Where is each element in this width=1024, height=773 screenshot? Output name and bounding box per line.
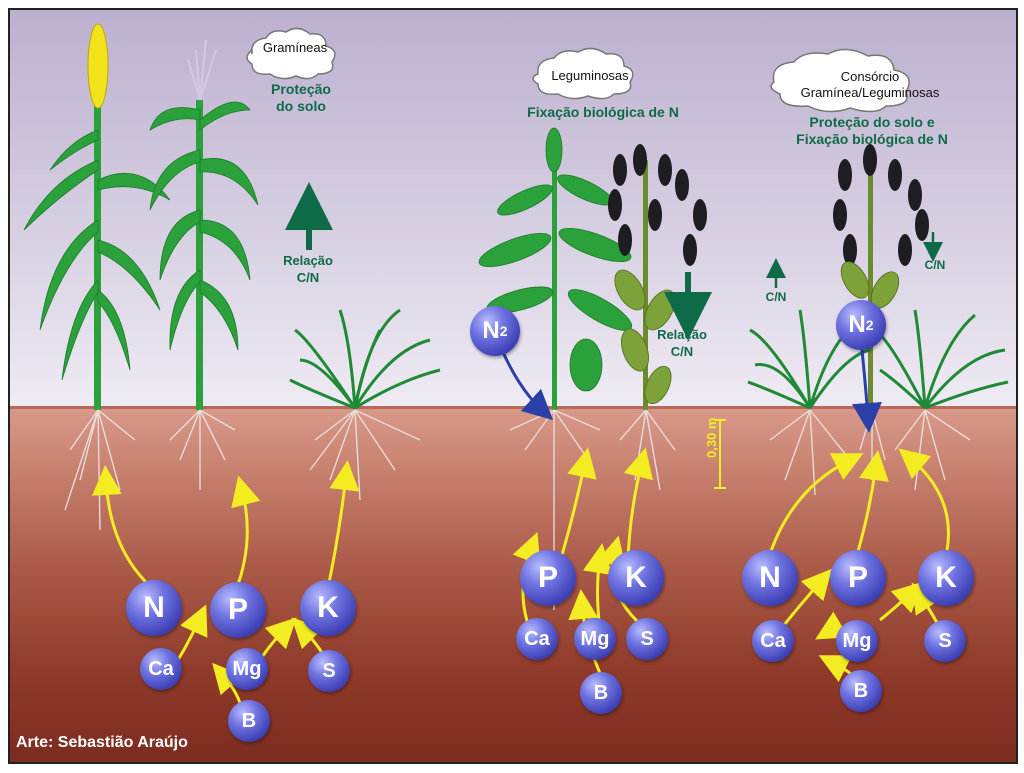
n2-symbol: N [848,311,866,338]
benefit-graminea-line1: Proteção [271,81,331,97]
nutrient-b-middle: B [580,672,622,714]
nutrient-n-right: N [742,550,798,606]
nutrient-p-middle: P [520,550,576,606]
n2-arrow-right [851,349,882,433]
ratio-left-line1: Relação [283,253,333,268]
depth-label: 0,30 m [704,417,719,458]
nutrient-p-right: P [830,550,886,606]
nutrient-mg-left: Mg [226,648,268,690]
benefit-graminea: Proteção do solo [256,81,346,115]
n2-subscript: 2 [499,323,508,339]
grass-tuft-1 [289,308,441,410]
nutrient-k-right: K [918,550,974,606]
ratio-label-middle: Relação C/N [642,326,722,360]
diagram-frame: Gramíneas Leguminosas Consórcio Gramínea… [8,8,1018,764]
ratio-left-line2: C/N [296,270,320,285]
nutrient-p-left: P [210,582,266,638]
intercrop-grass-left [747,309,871,410]
nutrient-ca-right: Ca [752,620,794,662]
maize-plant-2 [149,39,259,410]
title-leguminosa: Leguminosas [551,68,629,83]
nutrient-b-right: B [840,670,882,712]
artist-credit: Arte: Sebastião Araújo [16,734,188,751]
benefit-leguminosa: Fixação biológica de N [527,104,679,120]
nutrient-s-left: S [308,650,350,692]
legume-plant-1 [478,127,633,410]
intercrop-legume [833,144,929,410]
n2-arrow-middle [500,349,554,421]
n2-subscript: 2 [865,317,874,333]
benefit-consorcio: Proteção do solo e Fixação biológica de … [772,114,972,148]
benefit-graminea-line2: do solo [276,98,326,114]
nutrient-s-middle: S [626,618,668,660]
nutrient-b-left: B [228,700,270,742]
cloud-graminea [246,27,336,80]
title-consorcio-line2: Gramínea/Leguminosas [800,85,940,100]
nutrient-mg-middle: Mg [574,618,616,660]
ratio-label-left: Relação C/N [268,252,348,286]
nutrient-ca-left: Ca [140,648,182,690]
ratio-down-right: C/N [924,258,946,272]
nutrient-mg-right: Mg [836,620,878,662]
ratio-middle-line1: Relação [657,327,707,342]
depth-marker [714,419,726,489]
cloud-leguminosa [532,47,634,100]
title-consorcio-line1: Consórcio [840,69,900,84]
n2-symbol: N [482,317,500,344]
title-consorcio: Consórcio Gramínea/Leguminosas [780,69,960,101]
ratio-up-right: C/N [765,290,787,304]
nutrient-s-right: S [924,620,966,662]
nutrient-k-middle: K [608,550,664,606]
benefit-consorcio-line1: Proteção do solo e [809,114,935,130]
title-graminea: Gramíneas [262,40,328,55]
maize-plant-1 [23,23,171,410]
benefit-consorcio-line2: Fixação biológica de N [796,131,948,147]
soil-surface-line [10,406,1016,409]
nutrient-k-left: K [300,580,356,636]
legume-plant-2 [608,144,707,410]
nutrient-n-left: N [126,580,182,636]
cloud-consorcio [770,48,910,113]
ratio-middle-line2: C/N [670,344,694,359]
nutrient-ca-middle: Ca [516,618,558,660]
intercrop-grass-right [874,309,1009,410]
